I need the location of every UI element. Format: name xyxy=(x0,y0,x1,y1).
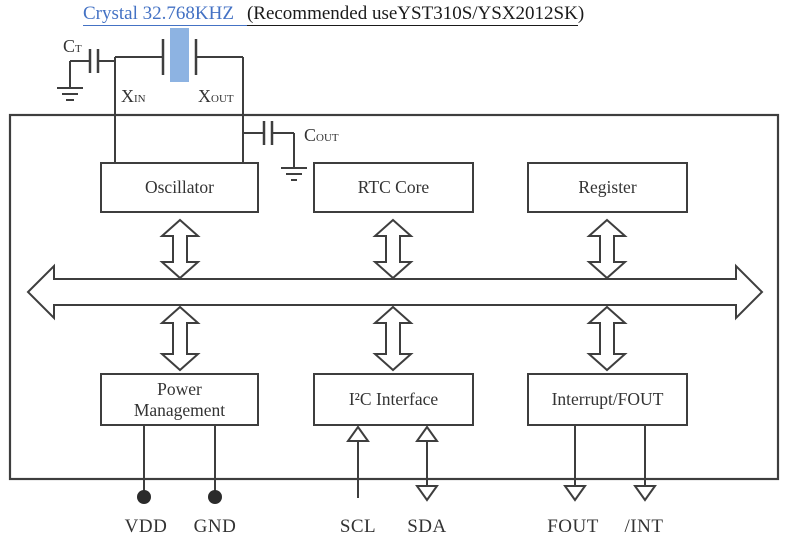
sda-output-arrow xyxy=(415,485,439,502)
block-interrupt-fout: Interrupt/FOUT xyxy=(527,373,688,426)
recommended-note-text: Recommended useYST310S/YSX2012SK xyxy=(253,3,578,26)
gnd-terminal-dot xyxy=(208,490,222,504)
bus-link-arrow xyxy=(372,305,414,372)
ground-icon xyxy=(57,87,83,101)
sda-input-arrow xyxy=(415,425,439,442)
block-power-management: Power Management xyxy=(100,373,259,426)
pin-label-vdd: VDD xyxy=(124,516,168,537)
bus-link-arrow xyxy=(159,305,201,372)
pin-label-gnd: GND xyxy=(193,516,237,537)
xin-label: XIN xyxy=(121,86,146,106)
chip-outline xyxy=(8,113,780,481)
block-label: Interrupt/FOUT xyxy=(551,389,664,410)
pin-leads xyxy=(137,425,657,504)
note-open-paren: ( xyxy=(246,3,254,26)
block-oscillator: Oscillator xyxy=(100,162,259,213)
bus-link-arrow xyxy=(586,218,628,280)
cout-capacitor-icon xyxy=(243,121,295,168)
pin-label-scl: SCL xyxy=(339,516,377,537)
block-rtc-core: RTC Core xyxy=(313,162,474,213)
ground-icon xyxy=(281,167,307,181)
scl-input-arrow xyxy=(346,425,370,442)
xout-label: XOUT xyxy=(198,86,234,106)
diagram-title: Crystal 32.768KHZ(Recommended useYST310S… xyxy=(83,3,585,26)
block-i2c-interface: I²C Interface xyxy=(313,373,474,426)
bus-link-arrow xyxy=(159,218,201,280)
note-close-paren: ) xyxy=(577,3,585,24)
cout-label: COUT xyxy=(304,125,339,145)
block-register: Register xyxy=(527,162,688,213)
pin-label-fout: FOUT xyxy=(547,516,599,537)
pin-label-int: /INT xyxy=(624,516,664,537)
ct-label: CT xyxy=(63,36,82,56)
block-label: Power Management xyxy=(133,379,226,420)
crystal-spec-text: Crystal 32.768KHZ xyxy=(83,3,247,26)
ct-capacitor-icon xyxy=(69,49,115,88)
crystal-body-icon xyxy=(170,28,189,82)
bus-link-arrow xyxy=(372,218,414,280)
block-label: Oscillator xyxy=(144,177,214,198)
int-output-arrow xyxy=(633,485,657,502)
crystal-circuit xyxy=(57,28,307,181)
fout-output-arrow xyxy=(563,485,587,502)
block-label: Register xyxy=(578,177,637,198)
vdd-terminal-dot xyxy=(137,490,151,504)
bus-arrow xyxy=(26,263,764,321)
block-label: RTC Core xyxy=(357,177,430,198)
block-label: I²C Interface xyxy=(348,389,439,410)
bus-link-arrow xyxy=(586,305,628,372)
pin-label-sda: SDA xyxy=(407,516,447,537)
